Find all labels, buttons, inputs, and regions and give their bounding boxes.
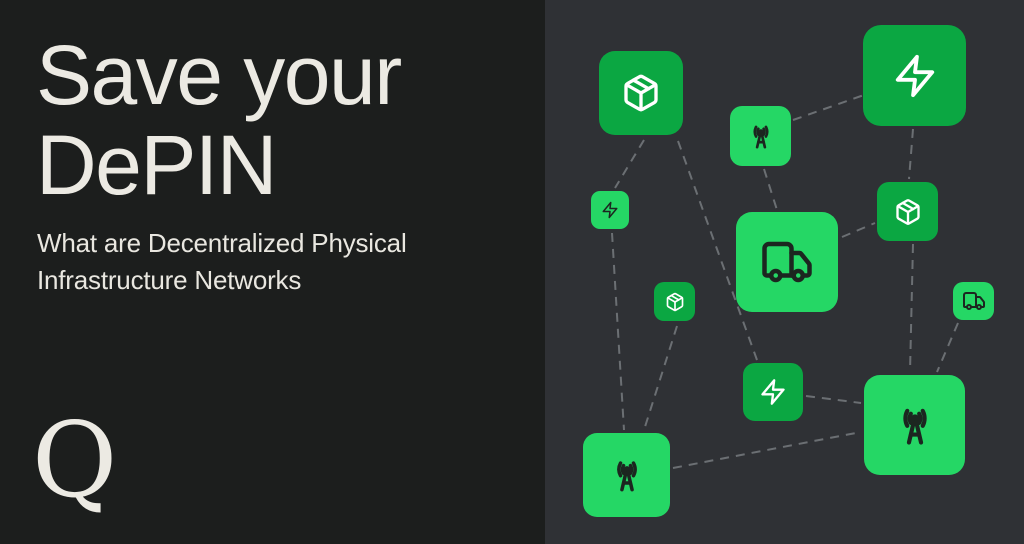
node-antenna-large bbox=[864, 375, 965, 475]
node-truck-small bbox=[953, 282, 994, 320]
title-line-2: DePIN bbox=[36, 118, 277, 212]
package-icon bbox=[624, 74, 658, 112]
subtitle-line-1: What are Decentralized Physical bbox=[37, 228, 407, 258]
zap-icon bbox=[602, 201, 618, 219]
brand-q-logo: Q bbox=[32, 399, 118, 521]
zap-icon bbox=[895, 54, 934, 97]
zap-icon bbox=[761, 379, 785, 405]
node-bolt-medium bbox=[743, 363, 803, 421]
subtitle-line-2: Infrastructure Networks bbox=[37, 265, 302, 295]
node-bolt-large bbox=[863, 25, 966, 126]
antenna-icon bbox=[753, 125, 768, 149]
node-antenna-small bbox=[730, 106, 791, 166]
truck-icon bbox=[762, 241, 812, 283]
node-antenna-bottom bbox=[583, 433, 670, 517]
node-box-right bbox=[877, 182, 938, 241]
antenna-icon bbox=[616, 461, 637, 492]
package-icon bbox=[666, 292, 683, 311]
title-line-1: Save your bbox=[36, 28, 402, 122]
node-box-top-left bbox=[599, 51, 683, 135]
node-box-small bbox=[654, 282, 695, 321]
truck-icon bbox=[962, 292, 985, 310]
node-truck-large bbox=[736, 212, 838, 312]
antenna-icon bbox=[902, 408, 927, 445]
package-icon bbox=[895, 198, 920, 225]
node-bolt-tiny bbox=[591, 191, 629, 229]
